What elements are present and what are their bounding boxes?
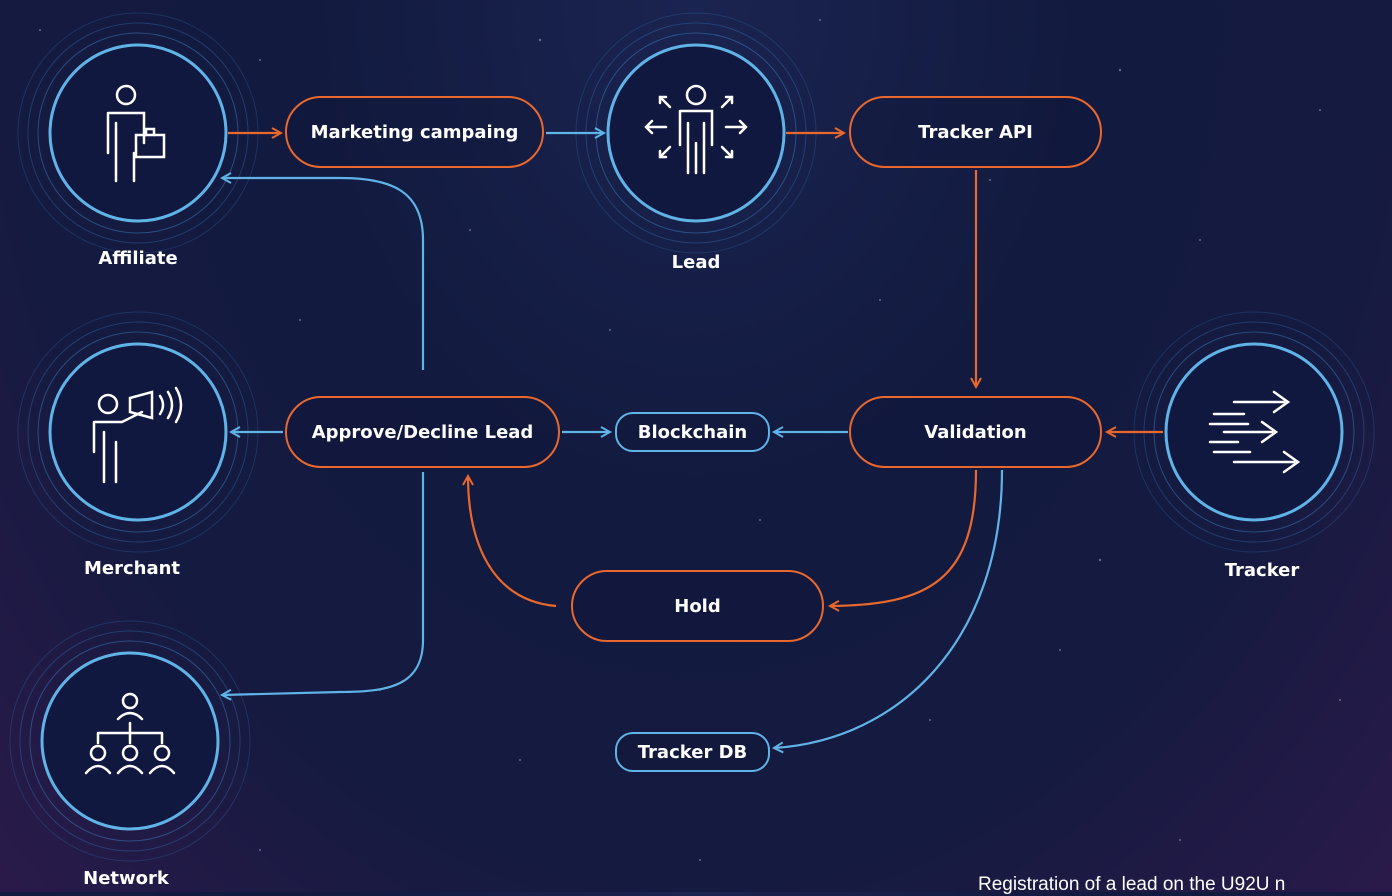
arrow-hold-to-approve bbox=[468, 476, 557, 608]
lead-label: Lead bbox=[671, 252, 721, 273]
person-arrows-icon bbox=[644, 84, 748, 175]
validation-step[interactable]: Validation bbox=[849, 396, 1102, 468]
hierarchy-icon bbox=[84, 692, 176, 775]
network-label: Network bbox=[83, 868, 169, 889]
lead-node bbox=[575, 12, 817, 254]
tracker-node bbox=[1133, 311, 1375, 553]
marketing-campaign-step[interactable]: Marketing campaing bbox=[285, 96, 544, 168]
tracker-db-step[interactable]: Tracker DB bbox=[615, 732, 770, 772]
fast-arrows-icon bbox=[1208, 390, 1301, 474]
arrow-validation-to-hold bbox=[830, 469, 978, 606]
hold-step[interactable]: Hold bbox=[571, 570, 824, 642]
person-megaphone-icon bbox=[92, 386, 183, 484]
orange-flow-lines bbox=[228, 133, 1163, 606]
person-briefcase-icon bbox=[106, 84, 166, 183]
blue-flow-lines bbox=[222, 133, 1004, 748]
arrow-validation-to-tracker-db bbox=[774, 469, 1004, 748]
network-node bbox=[9, 620, 251, 862]
blockchain-step[interactable]: Blockchain bbox=[615, 412, 770, 452]
tracker-api-step[interactable]: Tracker API bbox=[849, 96, 1102, 168]
figure-caption: Registration of a lead on the U92U n bbox=[978, 874, 1286, 895]
affiliate-node bbox=[17, 12, 259, 254]
arrow-approve-to-affiliate bbox=[222, 178, 425, 370]
merchant-node bbox=[17, 311, 259, 553]
tracker-label: Tracker bbox=[1224, 560, 1300, 581]
arrow-approve-to-network bbox=[222, 472, 425, 695]
merchant-label: Merchant bbox=[83, 558, 181, 579]
approve-decline-lead-step[interactable]: Approve/Decline Lead bbox=[285, 396, 560, 468]
affiliate-label: Affiliate bbox=[98, 248, 178, 269]
